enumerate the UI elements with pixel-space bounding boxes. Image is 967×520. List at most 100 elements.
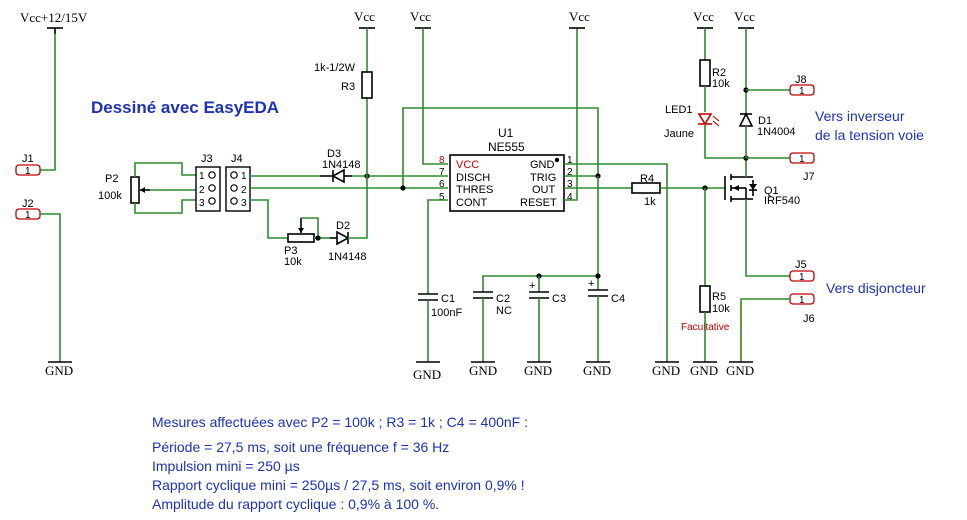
potentiometer-p3: P3 10k — [284, 218, 315, 268]
gnd-symbol-1: GND — [45, 361, 73, 378]
svg-text:GND: GND — [469, 363, 497, 378]
svg-text:3: 3 — [567, 179, 573, 190]
gnd-symbol-c2: GND — [469, 361, 497, 378]
connector-j7: 1 J7 — [789, 152, 815, 183]
svg-text:NE555: NE555 — [488, 140, 525, 154]
header-j4: J4 1 2 3 — [225, 153, 251, 212]
svg-text:C2: C2 — [496, 293, 510, 305]
svg-text:C1: C1 — [441, 293, 455, 305]
net-label-vcc-led: Vcc — [693, 9, 714, 24]
connector-j2: J2 1 — [15, 198, 41, 221]
svg-text:U1: U1 — [498, 126, 514, 140]
wire-led-drain — [704, 124, 746, 159]
notes-heading: Mesures affectuées avec P2 = 100k ; R3 =… — [152, 414, 529, 430]
gnd-symbol-j6: GND — [726, 361, 754, 378]
svg-text:J7: J7 — [803, 171, 815, 183]
svg-text:5: 5 — [439, 192, 445, 203]
note-line: Amplitude du rapport cyclique : 0,9% à 1… — [152, 496, 440, 512]
svg-text:NC: NC — [496, 305, 512, 317]
net-label-vcc-r3: Vcc — [354, 9, 375, 24]
svg-text:R2: R2 — [712, 67, 726, 79]
svg-text:3: 3 — [241, 198, 247, 209]
svg-text:7: 7 — [439, 167, 445, 178]
header-j3: J3 1 2 3 — [195, 153, 221, 212]
svg-text:J2: J2 — [22, 198, 34, 210]
ic-u1-ne555: U1 NE555 VCC DISCH THRES CONT 8 7 6 5 GN… — [439, 126, 573, 212]
wire-j6-gnd — [740, 298, 790, 362]
svg-text:R5: R5 — [712, 291, 726, 303]
svg-text:10k: 10k — [712, 303, 730, 315]
svg-text:1N4148: 1N4148 — [322, 159, 361, 171]
capacitor-c3: + C3 — [529, 280, 566, 305]
svg-text:D3: D3 — [327, 148, 341, 160]
svg-text:1: 1 — [567, 155, 573, 166]
connector-j1: J1 1 — [15, 153, 41, 177]
wire-p2-bottom — [134, 199, 196, 214]
wire-reset-vcc — [564, 28, 578, 201]
svg-text:1: 1 — [199, 171, 205, 182]
capacitor-c1: C1 100nF — [418, 293, 462, 319]
svg-text:2: 2 — [567, 167, 573, 178]
note-line: Rapport cyclique mini = 250µs / 27,5 ms,… — [152, 477, 525, 493]
measurement-notes: Mesures affectuées avec P2 = 100k ; R3 =… — [152, 413, 528, 514]
wire-p3-wiper — [301, 217, 319, 238]
mosfet-q1: Q1 IRF540 — [724, 174, 800, 207]
svg-text:C4: C4 — [611, 293, 625, 305]
resistor-r2: R2 10k — [699, 59, 730, 90]
svg-text:1: 1 — [799, 295, 805, 306]
svg-text:TRIG: TRIG — [530, 172, 556, 184]
svg-text:GND: GND — [45, 363, 73, 378]
junction-thres — [400, 185, 406, 191]
svg-text:1N4004: 1N4004 — [757, 126, 796, 138]
svg-text:10k: 10k — [712, 78, 730, 90]
note-line: Impulsion mini = 250 µs — [152, 458, 300, 474]
svg-text:Jaune: Jaune — [664, 128, 694, 140]
svg-text:J3: J3 — [201, 153, 213, 165]
junction-cap-bus-right — [595, 273, 601, 279]
svg-text:100k: 100k — [98, 190, 122, 202]
svg-text:2: 2 — [199, 185, 205, 196]
svg-text:C3: C3 — [552, 293, 566, 305]
svg-text:J8: J8 — [795, 74, 807, 86]
svg-text:P3: P3 — [284, 245, 297, 257]
svg-text:6: 6 — [439, 179, 445, 190]
svg-text:THRES: THRES — [456, 184, 493, 196]
junction-p3 — [315, 235, 321, 241]
gnd-symbol-c4: GND — [583, 361, 611, 378]
svg-text:GND: GND — [726, 363, 754, 378]
svg-text:CONT: CONT — [456, 197, 487, 209]
svg-text:8: 8 — [439, 155, 445, 166]
svg-text:LED1: LED1 — [665, 104, 693, 116]
wire-cont-c1 — [427, 199, 448, 294]
svg-text:GND: GND — [690, 363, 718, 378]
net-label-vcc-d1: Vcc — [734, 9, 755, 24]
svg-text:P2: P2 — [105, 173, 118, 185]
wire-u1-gnd — [564, 163, 668, 362]
svg-text:DISCH: DISCH — [456, 172, 490, 184]
svg-text:+: + — [588, 278, 594, 290]
svg-text:J4: J4 — [231, 153, 243, 165]
resistor-r4: R4 1k — [631, 173, 661, 208]
svg-text:J5: J5 — [795, 259, 807, 271]
note-line: Période = 27,5 ms, soit une fréquence f … — [152, 439, 450, 455]
gnd-symbol-r5: GND — [690, 361, 718, 378]
svg-text:10k: 10k — [284, 256, 302, 268]
svg-text:GND: GND — [413, 367, 441, 382]
svg-text:J6: J6 — [803, 313, 815, 325]
svg-text:1: 1 — [799, 86, 805, 97]
wire-j4-p3 — [250, 199, 288, 239]
wire-vcc-pin8 — [422, 28, 448, 165]
gnd-symbol-u1: GND — [652, 361, 680, 378]
svg-text:1: 1 — [25, 210, 31, 221]
svg-text:100nF: 100nF — [431, 307, 462, 319]
svg-text:R3: R3 — [341, 81, 355, 93]
drawing-title: Dessiné avec EasyEDA — [91, 98, 279, 117]
annotation-inverseur-line1: Vers inverseur — [815, 108, 905, 124]
gnd-symbol-c1: GND — [413, 361, 441, 382]
connector-j8: J8 1 — [789, 74, 815, 97]
svg-text:2: 2 — [241, 185, 247, 196]
svg-text:+: + — [529, 280, 535, 292]
svg-text:GND: GND — [530, 159, 555, 171]
diode-d1: D1 1N4004 — [738, 112, 796, 138]
